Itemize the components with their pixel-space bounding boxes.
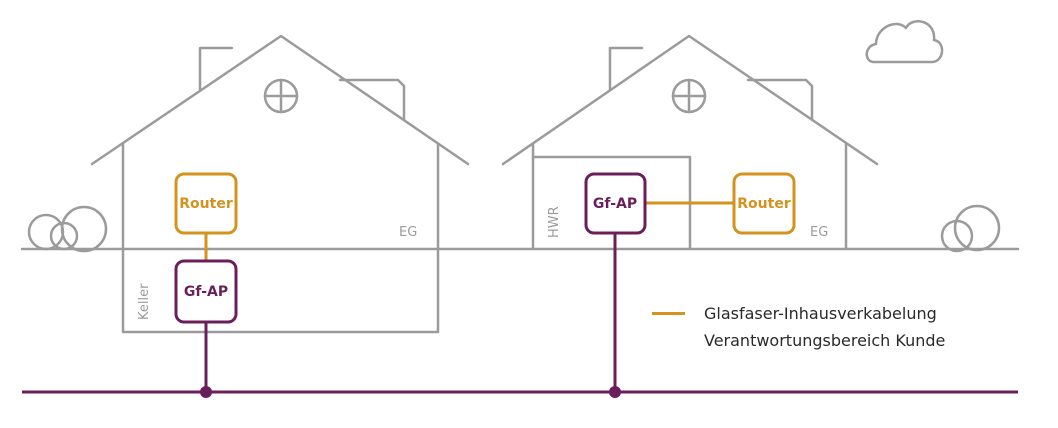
bush-icon xyxy=(940,204,1001,253)
chimney-icon xyxy=(608,46,644,92)
bush-icon xyxy=(27,205,108,253)
house-right-roof xyxy=(501,34,879,166)
gfap-label-right: Gf-AP xyxy=(593,196,637,212)
room-label-eg: EG xyxy=(810,225,828,240)
junction-right xyxy=(609,386,621,398)
house-left-roof xyxy=(90,34,470,166)
round-window-icon xyxy=(671,78,707,114)
room-label-eg: EG xyxy=(399,225,417,240)
legend-line-1: Glasfaser-Inhausverkabelung xyxy=(704,304,937,323)
legend: Glasfaser-Inhausverkabelung Verantwortun… xyxy=(652,300,945,354)
gfap-label-left: Gf-AP xyxy=(184,284,228,300)
house-left-walls xyxy=(121,142,440,334)
room-label-keller: Keller xyxy=(137,283,152,320)
house-right-walls xyxy=(531,142,848,251)
round-window-icon xyxy=(263,78,299,114)
chimney-icon xyxy=(198,46,234,92)
router-box-left xyxy=(174,172,238,235)
room-label-hwr: HWR xyxy=(547,206,562,238)
legend-line-2: Verantwortungsbereich Kunde xyxy=(704,331,946,350)
router-label-left: Router xyxy=(179,196,233,212)
junction-left xyxy=(200,386,212,398)
gfap-box-left xyxy=(174,259,238,324)
cloud-icon xyxy=(865,20,944,64)
router-label-right: Router xyxy=(737,196,791,212)
house-right-roof-trim xyxy=(746,78,814,122)
gfap-box-right xyxy=(584,172,647,235)
hwr-room xyxy=(531,155,692,251)
router-box-right xyxy=(732,172,796,235)
house-right: EG HWR Gf-AP Router xyxy=(501,34,879,251)
legend-swatch-inhouse xyxy=(652,312,685,315)
house-left: EG Keller Router Gf-AP xyxy=(90,34,470,334)
house-left-roof-trim xyxy=(338,78,406,122)
